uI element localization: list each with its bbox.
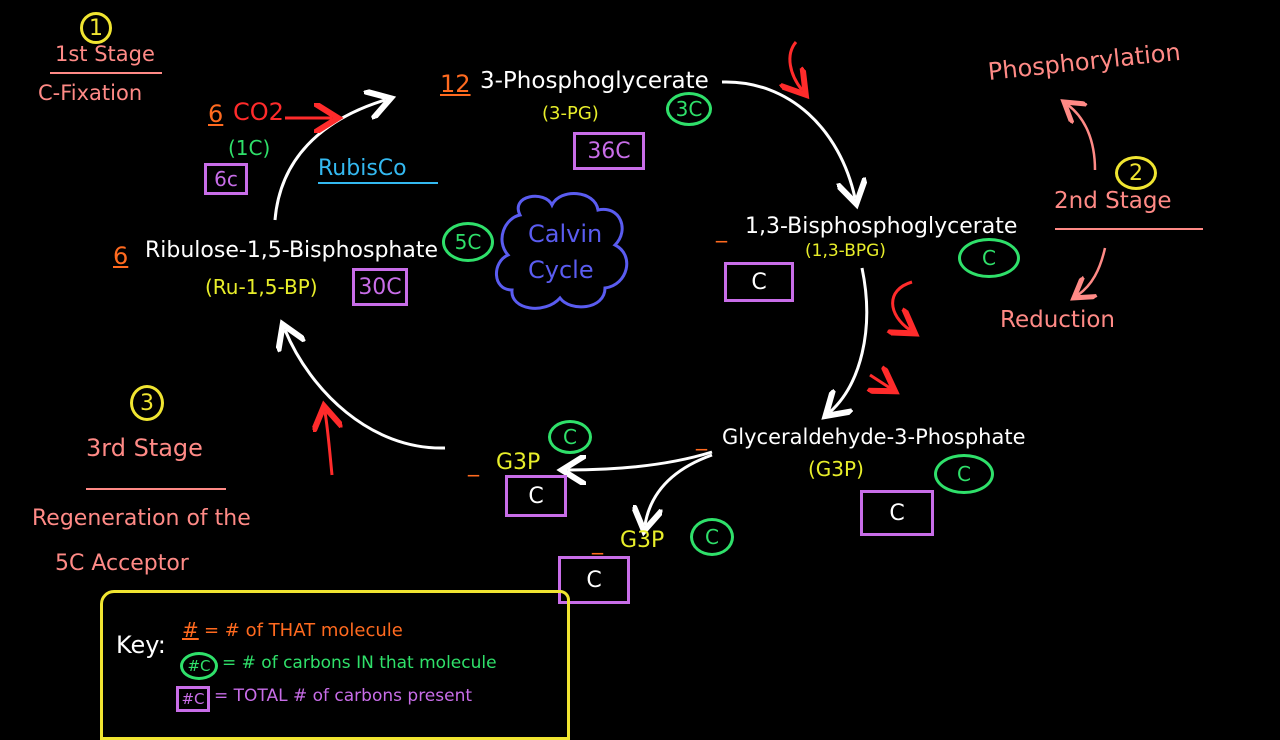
rubp-count: 6 [113,242,129,270]
g3p-left-carbons: C [563,425,577,449]
bpg-count: _ [716,218,727,243]
reduction-label: Reduction [1000,307,1115,333]
stage1-subtitle: C-Fixation [38,81,143,105]
arrow-rubp-to-3pg [273,100,385,221]
key-row2-symbol-circle: #C [180,652,218,680]
key-row1-text: = # of THAT molecule [204,620,403,641]
rubp-total-box: 30C [352,268,408,306]
stage3-title: 3rd Stage [86,434,203,462]
g3p-main-total: C [889,500,905,526]
stage3-underline [86,488,226,490]
g3p-down-carbon-circle: C [690,518,734,556]
g3p-main-abbr: (G3P) [808,457,864,481]
stage3-number-circle: 3 [130,385,164,421]
g3p-main-count: _ [696,426,707,451]
arrow-bpg-to-g3p [830,267,869,412]
stage1-underline [50,72,162,74]
stage2-number: 2 [1129,160,1143,186]
g3p-down-count: _ [592,530,603,555]
red-arrow-top [790,41,802,90]
key-row2-symbol: #C [187,657,211,675]
arrow-to-reduction [1078,247,1107,295]
calvin-cycle-cloud [495,192,629,310]
g3p-left-total: C [528,483,544,509]
stage2-underline [1055,228,1203,230]
g3p-left-count: _ [468,452,479,477]
bpg-name: 1,3-Bisphosphoglycerate [745,214,1018,239]
arrow-to-phosphorylation [1068,105,1097,171]
rubp-carbon-circle: 5C [442,222,494,262]
co2-carbon-label: (1C) [228,136,271,160]
stage1-number: 1 [89,15,103,41]
co2-name: CO2 [233,98,284,126]
g3p-left-name: G3P [496,450,541,475]
pg3-carbons: 3C [675,97,703,121]
pg3-total-box: 36C [573,132,645,170]
g3p-down-total: C [586,567,602,593]
red-arrow-small [870,375,890,388]
stage1-title: 1st Stage [55,42,155,66]
key-row1-symbol: # [182,618,199,642]
stage3-desc-line1: Regeneration of the [32,506,251,531]
g3p-down-name: G3P [620,528,665,553]
arrow-g3p-to-down [645,453,713,525]
bpg-carbon-circle: C [958,238,1020,278]
pg3-abbr: (3-PG) [542,103,599,124]
key-row3-symbol-box: #C [176,686,210,712]
bpg-abbr: (1,3-BPG) [805,241,886,261]
cycle-arrows [273,41,1107,720]
g3p-main-carbons: C [957,462,971,486]
rubp-abbr: (Ru-1,5-BP) [205,275,318,299]
key-row3-text: = TOTAL # of carbons present [214,686,473,706]
g3p-down-carbons: C [705,525,719,549]
pg3-name: 3-Phosphoglycerate [480,68,709,94]
bpg-total: C [751,269,767,295]
stage3-desc-line2: 5C Acceptor [55,551,189,576]
calvin-cycle-line2: Cycle [528,256,594,284]
co2-count: 6 [208,100,224,128]
calvin-cycle-line1: Calvin [528,220,603,248]
stage1-number-circle: 1 [80,12,112,44]
enzyme-label: RubisCo [318,156,407,181]
g3p-main-name: Glyceraldehyde-3-Phosphate [722,425,1026,449]
co2-total-box: 6c [204,163,248,195]
rubp-total: 30C [358,274,402,300]
pg3-carbon-circle: 3C [666,92,712,126]
pg3-count: 12 [440,70,471,98]
arrow-3pg-to-bpg [721,80,855,198]
g3p-main-carbon-circle: C [934,454,994,494]
arrow-g3p-to-left [568,450,713,470]
stage2-number-circle: 2 [1115,156,1157,190]
arrow-regeneration [285,330,446,450]
stage3-number: 3 [140,390,154,416]
rubp-name: Ribulose-1,5-Bisphosphate [145,238,439,263]
red-arrow-mid [893,280,912,330]
blackboard: 1 1st Stage C-Fixation 6 CO2 (1C) 6c Rub… [32,12,1203,740]
g3p-down-total-box: C [558,556,630,604]
key-row2-text: = # of carbons IN that molecule [222,653,497,673]
key-row3-symbol: #C [181,690,205,708]
red-arrow-regen [325,412,332,476]
g3p-left-total-box: C [505,475,567,517]
g3p-left-carbon-circle: C [548,420,592,454]
key-title: Key: [116,631,166,659]
bpg-carbons: C [982,246,996,270]
rubp-carbons: 5C [454,230,482,254]
bpg-total-box: C [724,262,794,302]
enzyme-underline [318,182,438,184]
g3p-main-total-box: C [860,490,934,536]
pg3-total: 36C [587,138,631,164]
stage2-title: 2nd Stage [1054,188,1172,214]
co2-total: 6c [214,167,238,191]
